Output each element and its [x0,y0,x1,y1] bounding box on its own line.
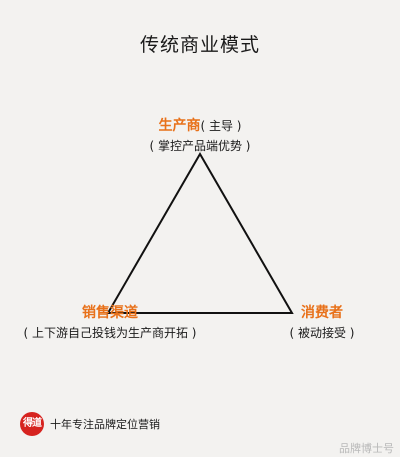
brand-footer: 得道 十年专注品牌定位营销 [20,412,160,436]
triangle-shape [106,152,294,314]
node-producer-name: 生产商 [158,118,201,134]
node-channel-name: 销售渠道 [82,305,138,321]
watermark: 品牌博士号 [339,442,394,455]
brand-slogan: 十年专注品牌定位营销 [50,418,160,431]
node-producer-role: ( 主导 ) [200,119,242,133]
node-consumer: 消费者 ( 被动接受 ) [290,304,355,342]
node-producer-desc: ( 掌控产品端优势 ) [149,139,251,153]
brand-logo: 得道 [20,412,44,436]
node-consumer-desc: ( 被动接受 ) [289,326,355,340]
node-consumer-name: 消费者 [301,305,343,321]
diagram-title: 传统商业模式 [139,34,260,56]
node-producer: 生产商( 主导 ) ( 掌控产品端优势 ) [150,117,251,155]
node-channel-desc: ( 上下游自己投钱为生产商开拓 ) [23,326,197,340]
node-channel: 销售渠道 ( 上下游自己投钱为生产商开拓 ) [24,304,197,342]
